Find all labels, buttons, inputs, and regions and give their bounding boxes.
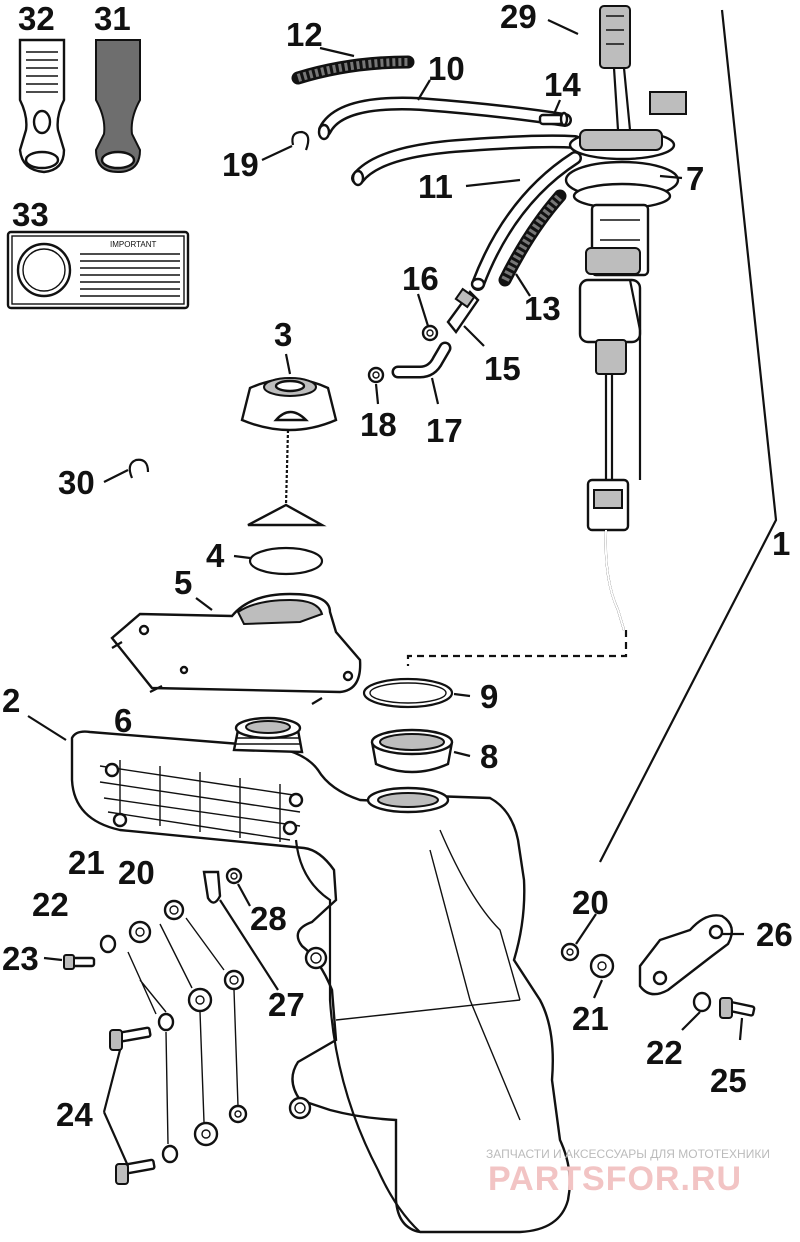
- callout-30: 30: [58, 464, 95, 501]
- callout-20-left: 20: [118, 854, 155, 891]
- callout-15: 15: [484, 350, 521, 387]
- callout-20-right: 20: [572, 884, 609, 921]
- fuel-pump-module-7: [564, 5, 687, 631]
- filler-cap-3: [240, 377, 338, 527]
- connector-15: [446, 287, 480, 335]
- bushing-21-left-mid: [187, 987, 213, 1013]
- callout-leaders: [27, 19, 744, 1167]
- clip-27: [202, 870, 222, 904]
- decal-33: IMPORTANT: [6, 230, 190, 310]
- callout-21-left: 21: [68, 844, 105, 881]
- callout-22-right: 22: [646, 1034, 683, 1071]
- braided-sleeve-13: [498, 189, 567, 287]
- decal-33-heading: IMPORTANT: [110, 240, 156, 249]
- washer-22-left-bot: [161, 1144, 179, 1164]
- grommet-20-left: [163, 899, 185, 921]
- watermark-brand: PARTSFOR.RU: [488, 1160, 742, 1198]
- bushing-21-left-bot: [193, 1121, 219, 1147]
- leader-1: [599, 9, 778, 863]
- callout-2: 2: [2, 682, 20, 719]
- callout-8: 8: [480, 738, 498, 775]
- washer-22-left-mid: [157, 1012, 175, 1032]
- bolt-24-top: [109, 1026, 152, 1051]
- callout-18: 18: [360, 406, 397, 443]
- callout-4: 4: [206, 537, 225, 574]
- callout-3: 3: [274, 316, 292, 353]
- callout-32: 32: [18, 0, 55, 37]
- clamp-18: [367, 366, 385, 384]
- clamp-30: [128, 458, 150, 479]
- callout-13: 13: [524, 290, 561, 327]
- cover-plate-5: [110, 592, 362, 705]
- callout-21-right: 21: [572, 1000, 609, 1037]
- bracket-26: [638, 914, 734, 996]
- callout-31: 31: [94, 0, 131, 37]
- leader-dashed: [406, 630, 628, 666]
- fuel-hose-10: [317, 96, 572, 141]
- callout-25: 25: [710, 1062, 747, 1099]
- clamp-19: [291, 130, 310, 151]
- callout-29: 29: [500, 0, 537, 35]
- callout-10: 10: [428, 50, 465, 87]
- callout-1: 1: [772, 525, 790, 562]
- retaining-ring-8: [370, 728, 454, 774]
- washer-22-left-top: [99, 934, 117, 954]
- fitting-14: [538, 111, 569, 127]
- callout-9: 9: [480, 678, 498, 715]
- callout-7: 7: [686, 160, 704, 197]
- gasket-9: [362, 677, 454, 709]
- callout-33: 33: [12, 196, 49, 233]
- washer-22-right: [692, 991, 712, 1013]
- callout-22-left: 22: [32, 886, 69, 923]
- decal-32: [18, 38, 66, 174]
- callout-19: 19: [222, 146, 259, 183]
- bolt-25: [719, 997, 756, 1019]
- callout-28: 28: [250, 900, 287, 937]
- nut-28: [225, 867, 243, 885]
- callout-24: 24: [56, 1096, 93, 1133]
- callout-12: 12: [286, 16, 323, 53]
- watermark-tagline: ЗАПЧАСТИ И АКСЕССУАРЫ ДЛЯ МОТОТЕХНИКИ: [486, 1147, 770, 1161]
- elbow-hose-17: [391, 341, 452, 379]
- bolt-23: [63, 954, 96, 970]
- callout-11: 11: [418, 168, 453, 205]
- bushing-21-right: [589, 953, 615, 979]
- callout-17: 17: [426, 412, 463, 449]
- grommet-20-right: [560, 942, 580, 962]
- callout-labels: 1 2 3 4 5 6 7 8 9 10 11 12 13 14 15 16 1…: [2, 0, 793, 1133]
- fuel-hose-11: [351, 134, 582, 291]
- decal-31: [94, 39, 142, 174]
- fuel-tank-2: [70, 716, 571, 1234]
- callout-14: 14: [544, 66, 581, 103]
- callout-27: 27: [268, 986, 305, 1023]
- grommet-20-left-bot: [228, 1104, 248, 1124]
- callout-23: 23: [2, 940, 39, 977]
- watermark: ЗАПЧАСТИ И АКСЕССУАРЫ ДЛЯ МОТОТЕХНИКИ PA…: [486, 1147, 770, 1198]
- callout-16: 16: [402, 260, 439, 297]
- o-ring-4: [248, 546, 324, 576]
- bushing-21-left-top: [128, 920, 152, 944]
- grommet-20-left-mid: [223, 969, 245, 991]
- callout-6: 6: [114, 702, 132, 739]
- bolt-24-bot: [115, 1158, 156, 1185]
- callout-26: 26: [756, 916, 793, 953]
- callout-5: 5: [174, 564, 192, 601]
- clamp-16: [421, 324, 439, 342]
- braided-sleeve-12: [291, 55, 415, 85]
